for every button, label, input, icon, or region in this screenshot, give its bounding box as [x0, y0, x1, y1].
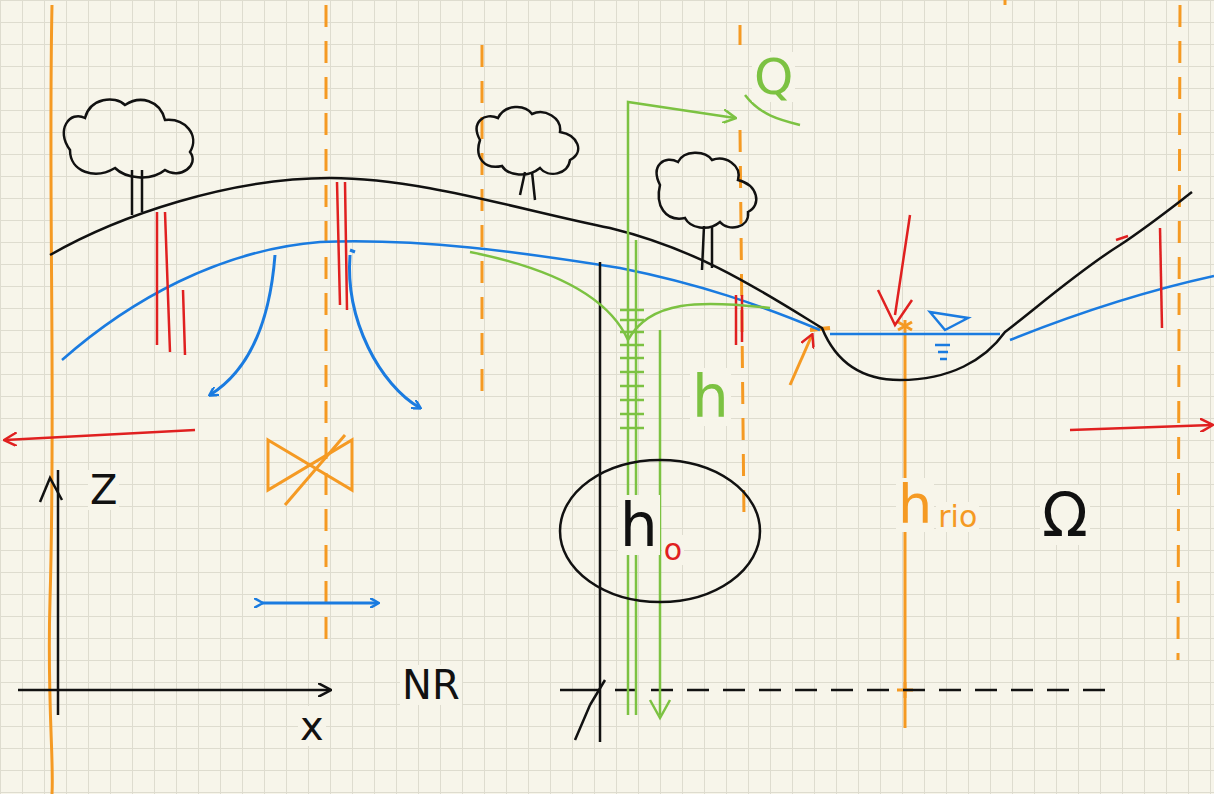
axes [18, 262, 1105, 742]
head-ellipse: ho [558, 458, 762, 604]
water-symbol [935, 345, 950, 359]
subscript: o [662, 535, 684, 565]
ground-surface [50, 178, 1192, 380]
ellipse-outline [558, 458, 762, 604]
river-level [830, 333, 1000, 336]
axis-label: Z [88, 470, 119, 510]
discharge-label: Q [752, 52, 795, 102]
water-table [1010, 276, 1214, 340]
mark [1116, 236, 1128, 240]
water-table [62, 241, 820, 360]
reference-level-label: NR [400, 665, 462, 705]
wells [5, 182, 1212, 440]
river-head-label: h [896, 478, 934, 532]
domain-label: Ω [1040, 485, 1090, 545]
river-subscript: rio [936, 502, 979, 532]
axis-label: x [298, 706, 326, 746]
head-label: h [690, 368, 731, 426]
head-symbol: h [618, 495, 660, 555]
boundary-lines [49, 0, 1180, 794]
pumping-well [470, 95, 800, 718]
flow-arrows [210, 250, 420, 603]
water-symbol [930, 312, 968, 330]
trees [64, 99, 757, 270]
